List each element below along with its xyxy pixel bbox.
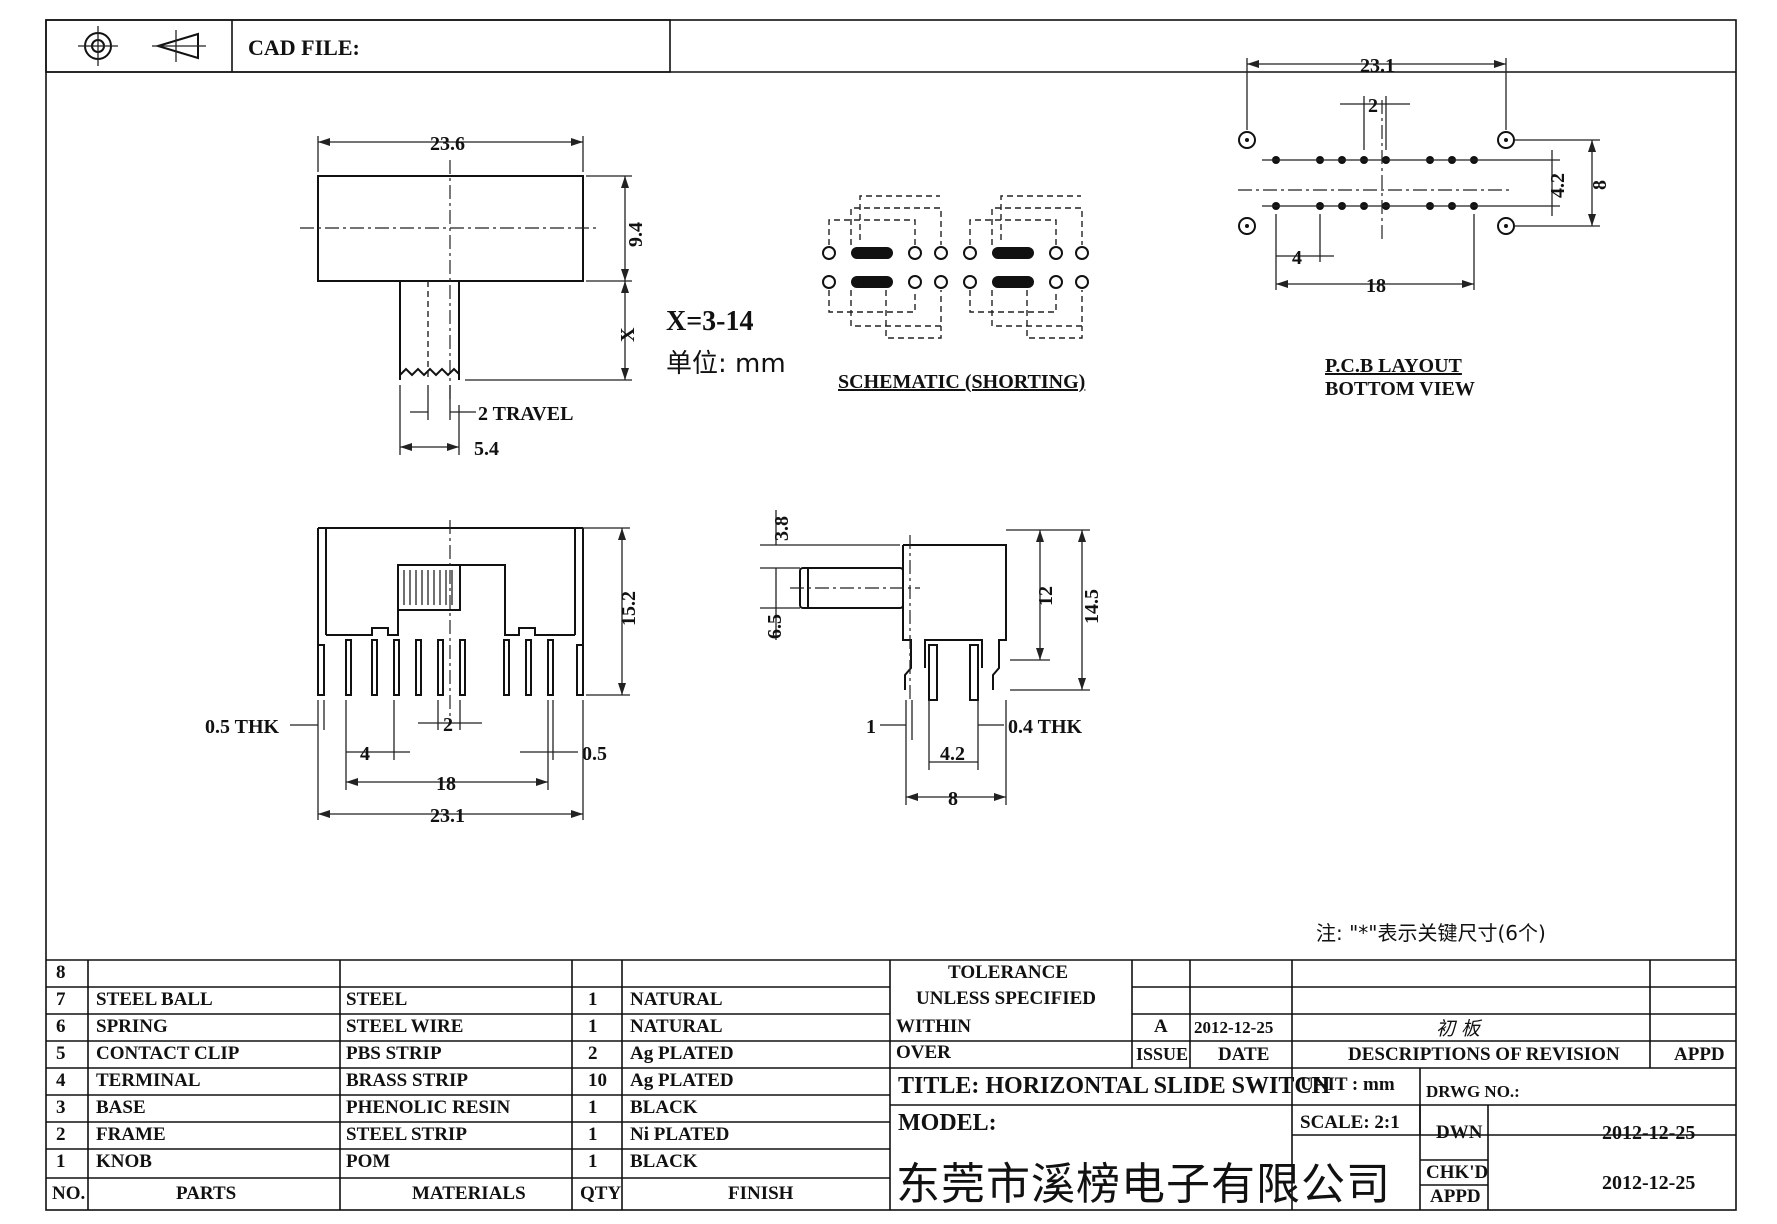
crosshair-icon xyxy=(78,26,118,66)
pcb-caption-line1: P.C.B LAYOUT xyxy=(1325,355,1463,377)
front-pins xyxy=(317,639,584,696)
pcb-span-dim: 18 xyxy=(1366,275,1386,297)
schematic-left xyxy=(822,195,948,339)
pcb-overall-dim: 23.1 xyxy=(1360,55,1395,77)
schematic-right xyxy=(963,195,1089,339)
pcb-holes xyxy=(1238,131,1515,235)
front-span-dim: 18 xyxy=(436,773,456,795)
side-pin-width-dim: 1 xyxy=(866,716,876,738)
knob-ribs xyxy=(403,570,453,605)
bom-table xyxy=(46,959,1736,1210)
knob-width-dim: 5.4 xyxy=(474,438,499,460)
pcb-caption-line2: BOTTOM VIEW xyxy=(1325,378,1475,400)
pcb-layout-view: 23.1 2 4.2 8 4 18 P.C.B LAYOUT BOTTOM VI… xyxy=(1238,55,1611,400)
top-height-dim: 9.4 xyxy=(625,222,647,247)
pcb-pitch-dim: 2 xyxy=(1368,95,1378,117)
schematic-view: SCHEMATIC (SHORTING) xyxy=(822,195,1089,393)
side-view: 3.8 6.5 12 14.5 1 0.4 THK 4.2 8 xyxy=(760,510,1103,810)
side-pin-gap-dim: 4.2 xyxy=(940,743,965,765)
schematic-caption: SCHEMATIC (SHORTING) xyxy=(838,371,1085,393)
front-overall-dim: 23.1 xyxy=(430,805,465,827)
side-thk-dim: 0.4 THK xyxy=(1008,716,1083,738)
first-angle-projection-icon xyxy=(152,30,206,62)
side-body-height-dim: 12 xyxy=(1035,586,1057,606)
pcb-row-gap-dim: 4.2 xyxy=(1547,173,1569,198)
top-width-dim: 23.6 xyxy=(430,133,465,155)
pcb-depth-dim: 8 xyxy=(1589,180,1611,190)
travel-dim: 2 TRAVEL xyxy=(478,403,573,425)
front-thk-dim: 0.5 THK xyxy=(205,716,280,738)
side-knob-dia-dim: 6.5 xyxy=(764,614,786,639)
front-pitch-dim: 2 xyxy=(443,714,453,736)
side-width-dim: 8 xyxy=(948,788,958,810)
top-x-dim: X xyxy=(617,327,639,342)
cad-file-label: CAD FILE: xyxy=(248,35,360,60)
sheet-border xyxy=(45,19,1737,1211)
side-knob-len-dim: 3.8 xyxy=(771,516,793,541)
unit-note: 单位: mm xyxy=(666,349,786,379)
side-total-height-dim: 14.5 xyxy=(1081,589,1103,624)
front-view: 15.2 0.5 THK 2 4 0.5 18 23.1 xyxy=(205,520,640,827)
front-left-offset-dim: 4 xyxy=(360,743,370,765)
key-dimension-note: 注: "*"表示关键尺寸(6个) xyxy=(1316,921,1546,945)
front-height-dim: 15.2 xyxy=(618,591,640,626)
header-block: CAD FILE: xyxy=(45,19,1736,73)
pcb-left-offset-dim: 4 xyxy=(1292,247,1302,269)
front-tab-dim: 0.5 xyxy=(582,743,607,765)
top-view: 23.6 9.4 X 2 TRAVEL 5.4 X=3-14 单位: mm xyxy=(300,133,786,460)
title-block xyxy=(890,960,1736,1210)
x-range-note: X=3-14 xyxy=(666,306,754,337)
